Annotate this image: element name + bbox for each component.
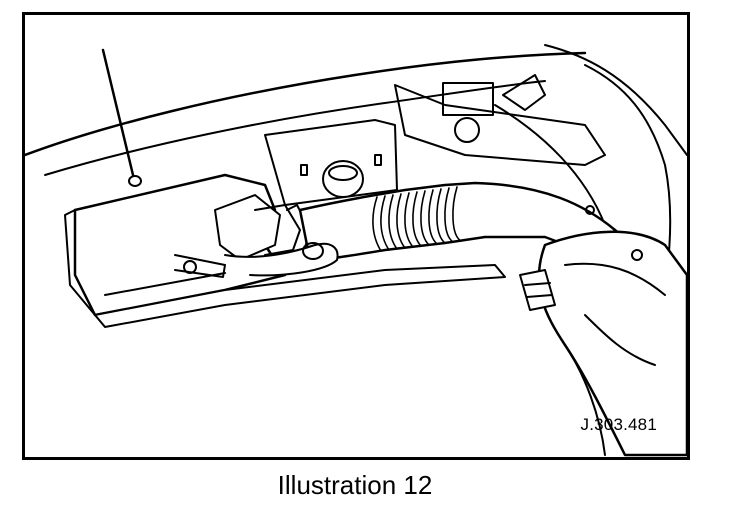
fender-bolt (631, 249, 643, 261)
breather-hose (224, 242, 339, 277)
clip-bracket (519, 269, 556, 311)
strut-line (494, 104, 606, 226)
hood-outline (25, 51, 587, 157)
dipstick (101, 48, 135, 177)
fender-bolt-2 (585, 205, 595, 215)
engine-bay-line-drawing (25, 44, 687, 457)
bracket-arm (502, 74, 546, 111)
fender-lower (564, 344, 606, 456)
bolt-left (300, 164, 308, 176)
housing-edge (64, 209, 96, 316)
breather-hose-end (302, 242, 324, 260)
upper-bracket (394, 84, 606, 166)
figure-caption: Illustration 12 (277, 470, 433, 500)
clip-bracket-tab (524, 282, 551, 286)
maf-collar (254, 204, 301, 256)
clip-round (183, 260, 197, 274)
fender-top-right (544, 44, 687, 156)
figure-reference-code: J.303.481 (580, 415, 657, 434)
bellows-ribs (372, 186, 462, 252)
dipstick-handle (128, 175, 142, 187)
filler-cap (454, 117, 480, 143)
maf-sensor (214, 194, 281, 261)
housing-lower-tray (94, 264, 506, 328)
small-pipe (174, 254, 226, 278)
bracket-plate (442, 82, 494, 116)
engine-cover (264, 119, 398, 206)
clip-bracket-tab-2 (526, 294, 553, 298)
bolt-right (374, 154, 382, 166)
resonator-fold (584, 314, 656, 366)
resonator-seam (564, 262, 666, 296)
illustration-frame: J.303.481 (22, 12, 690, 460)
reservoir-cap-top (328, 165, 358, 181)
housing-rib (104, 272, 226, 296)
